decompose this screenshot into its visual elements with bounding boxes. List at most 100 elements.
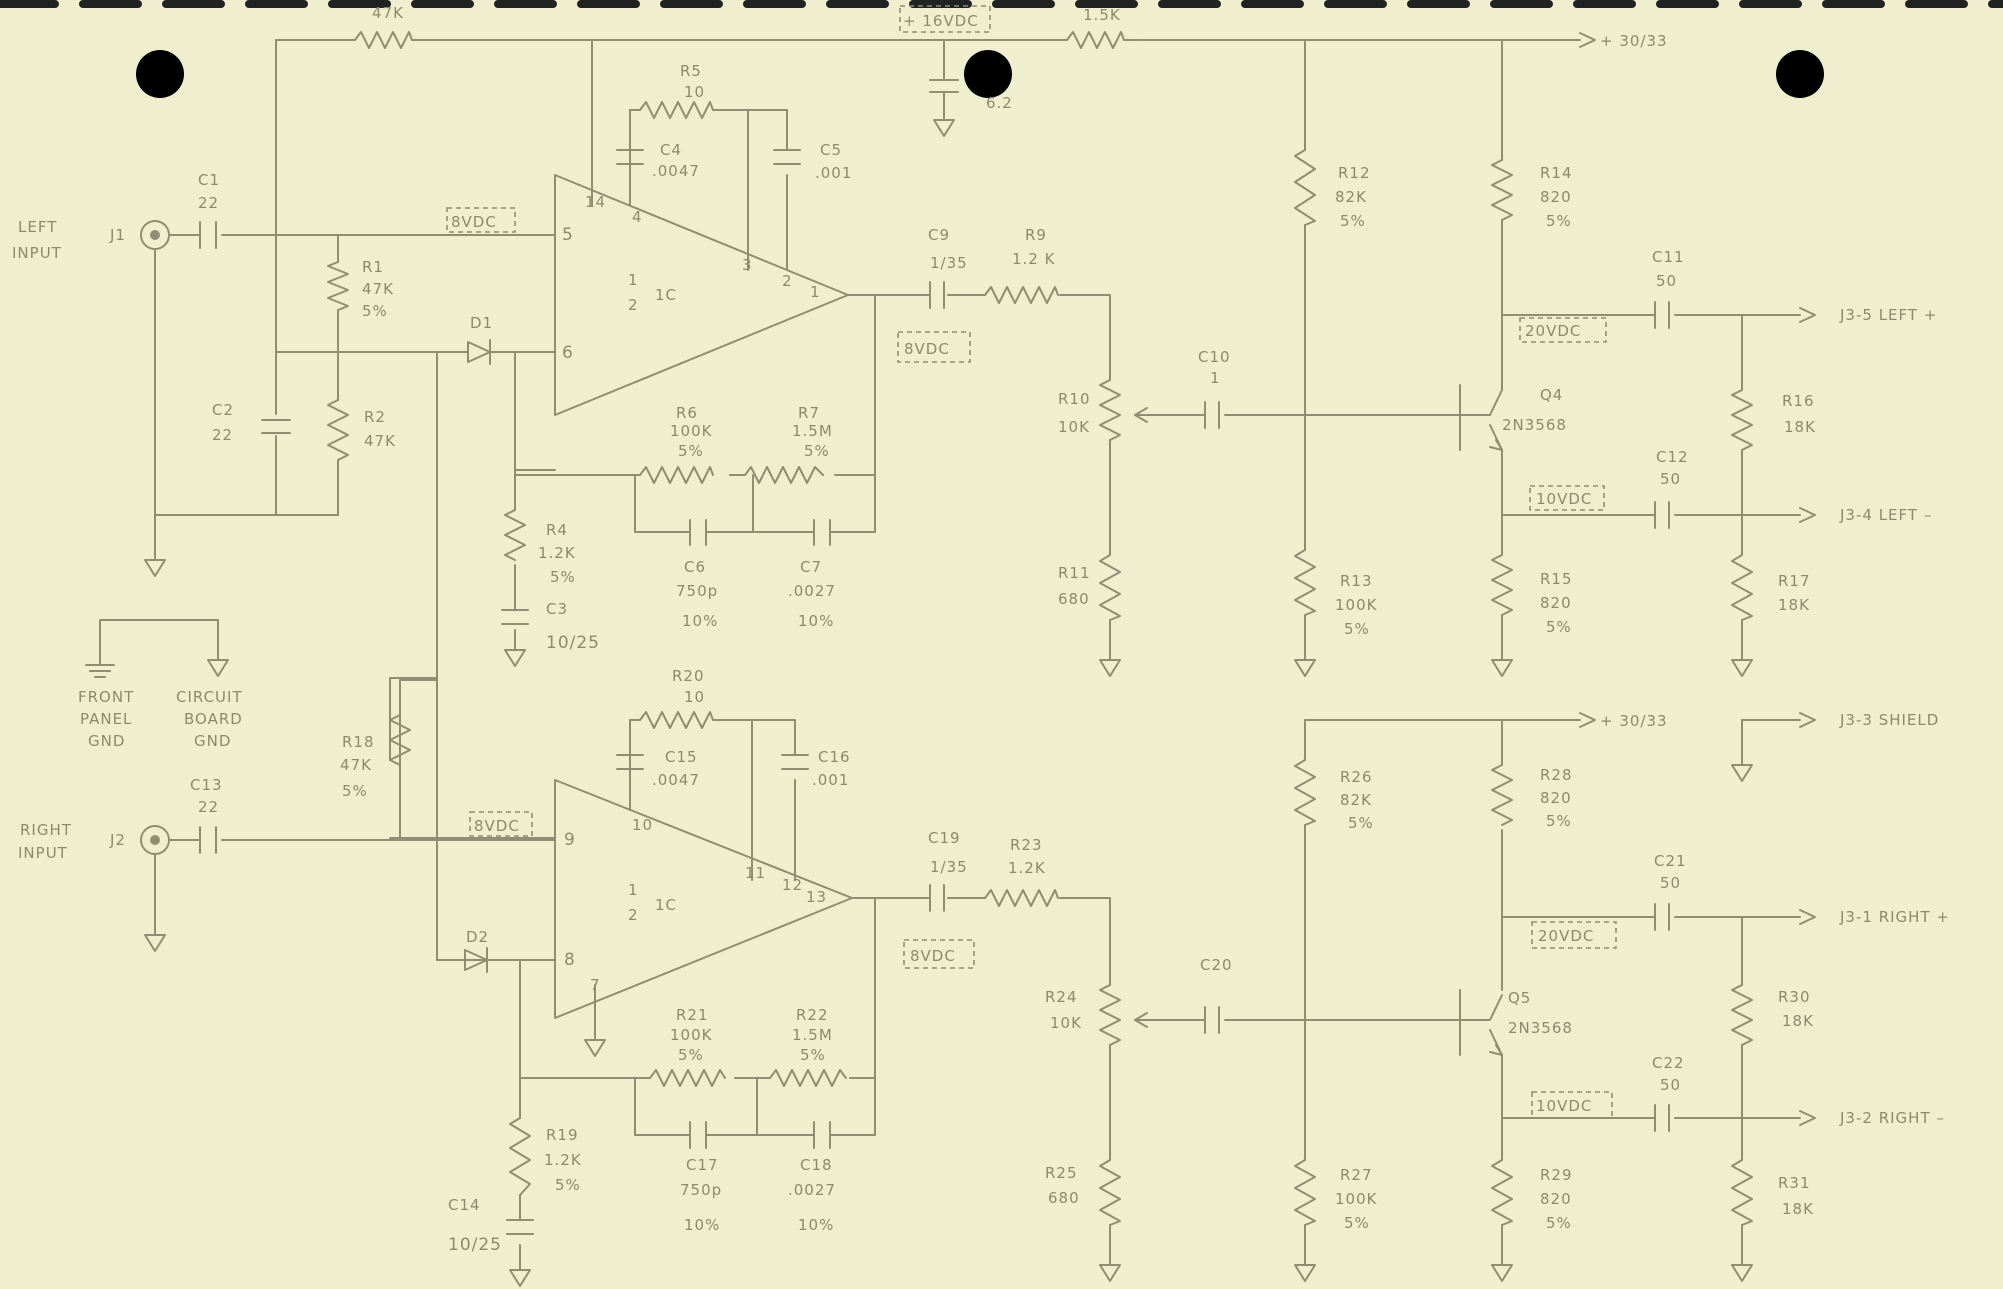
c14-name: C14 (448, 1196, 481, 1214)
r11-name: R11 (1058, 564, 1091, 582)
resistor-r28 (1491, 764, 1513, 826)
capacitor-c12 (1654, 501, 1670, 529)
output-j3-3: J3-3 SHIELD (1839, 711, 1939, 729)
c12-name: C12 (1656, 448, 1689, 466)
c7-tol: 10% (798, 612, 834, 630)
c22-value: 50 (1660, 1076, 1681, 1094)
bias-label-4: 8VDC (910, 947, 956, 965)
r4-name: R4 (546, 521, 568, 539)
r22-value: 1.5M (792, 1026, 833, 1044)
capacitor-c19 (929, 884, 945, 912)
r18-value: 47K (340, 756, 372, 774)
resistor-r17 (1731, 554, 1753, 621)
r12-tol: 5% (1340, 212, 1366, 230)
r13-value: 100K (1335, 596, 1378, 614)
c2-name: C2 (212, 401, 234, 419)
bias-label-1: 8VDC (451, 213, 497, 231)
capacitor-c5 (773, 149, 801, 165)
capacitor-c13 (199, 826, 217, 854)
r27-tol: 5% (1344, 1214, 1370, 1232)
resistor-r30 (1731, 984, 1753, 1046)
r22-tol: 5% (800, 1046, 826, 1064)
q5-name: Q5 (1508, 989, 1531, 1007)
bias-label-2: 8VDC (904, 340, 950, 358)
r23-value: 1.2K (1008, 859, 1046, 877)
c9-name: C9 (928, 226, 950, 244)
ground-icon (144, 934, 166, 952)
r30-value: 18K (1782, 1012, 1814, 1030)
gnd-front-line2: PANEL (80, 710, 132, 728)
left-input-line1: LEFT (18, 218, 57, 236)
r1-value: 47K (362, 280, 394, 298)
c5-name: C5 (820, 141, 842, 159)
r14-value: 820 (1540, 188, 1572, 206)
r26-value: 82K (1340, 791, 1372, 809)
supply-out-top-label: + 30/33 (1600, 32, 1668, 50)
component-labels: + 16VDC + 30/33 + 30/33 47K 1.5K 6.2 LEF… (12, 4, 1949, 1255)
ground-icon (1491, 659, 1513, 677)
r4-tol: 5% (550, 568, 576, 586)
resistor-r24 (1099, 984, 1121, 1046)
capacitor-c6 (689, 519, 707, 546)
r2-name: R2 (364, 408, 386, 426)
r9-value: 1.2 K (1012, 250, 1056, 268)
d2-label: D2 (466, 928, 489, 946)
left-input-line2: INPUT (12, 244, 62, 262)
pin-7: 7 (590, 976, 601, 994)
ground-icon (1294, 659, 1316, 677)
r19-value: 1.2K (544, 1151, 582, 1169)
capacitor-c1 (199, 221, 217, 249)
r1-tol: 5% (362, 302, 388, 320)
c10-value: 1 (1210, 369, 1221, 387)
r-top2-label: 1.5K (1083, 6, 1121, 24)
resistor-r6 (639, 466, 714, 484)
c19-value: 1/35 (930, 858, 968, 876)
ground-icon (1294, 1264, 1316, 1282)
c18-tol: 10% (798, 1216, 834, 1234)
supply-16vdc-label: + 16VDC (903, 12, 979, 30)
resistor-r-top-47k (354, 31, 423, 49)
c21-name: C21 (1654, 852, 1687, 870)
ground-icon (1099, 659, 1121, 677)
resistor-r10 (1099, 379, 1121, 441)
pin-6: 6 (562, 343, 574, 363)
v10-right-label: 10VDC (1536, 1097, 1592, 1115)
r25-value: 680 (1048, 1189, 1080, 1207)
c19-name: C19 (928, 829, 961, 847)
r7-tol: 5% (804, 442, 830, 460)
pin-8: 8 (564, 950, 576, 970)
c7-value: .0027 (788, 582, 836, 600)
capacitor-c21 (1654, 903, 1670, 931)
r16-name: R16 (1782, 392, 1815, 410)
r-top-label: 47K (372, 4, 404, 22)
q5-part: 2N3568 (1508, 1019, 1573, 1037)
r2-value: 47K (364, 432, 396, 450)
r9-name: R9 (1025, 226, 1047, 244)
q4-part: 2N3568 (1502, 416, 1567, 434)
r21-name: R21 (676, 1006, 709, 1024)
capacitor-c17 (689, 1121, 707, 1149)
c21-value: 50 (1660, 874, 1681, 892)
right-input-line2: INPUT (18, 844, 68, 862)
capacitor-c3 (501, 609, 529, 625)
c5-value: .001 (815, 164, 852, 182)
capacitor-c9 (929, 281, 945, 309)
ground-icon (584, 1039, 606, 1057)
r30-name: R30 (1778, 988, 1811, 1006)
pin-5: 5 (562, 225, 574, 245)
resistor-r5 (639, 101, 731, 119)
pin-3: 3 (742, 256, 753, 274)
r10-value: 10K (1058, 418, 1090, 436)
r27-name: R27 (1340, 1166, 1373, 1184)
c13-value: 22 (198, 798, 219, 816)
r17-value: 18K (1778, 596, 1810, 614)
r29-tol: 5% (1546, 1214, 1572, 1232)
c3-name: C3 (546, 600, 568, 618)
gnd-circuit-line2: BOARD (184, 710, 243, 728)
resistor-r12 (1294, 149, 1316, 226)
c15-name: C15 (665, 748, 698, 766)
resistor-r16 (1731, 389, 1753, 451)
c16-value: .001 (812, 771, 849, 789)
